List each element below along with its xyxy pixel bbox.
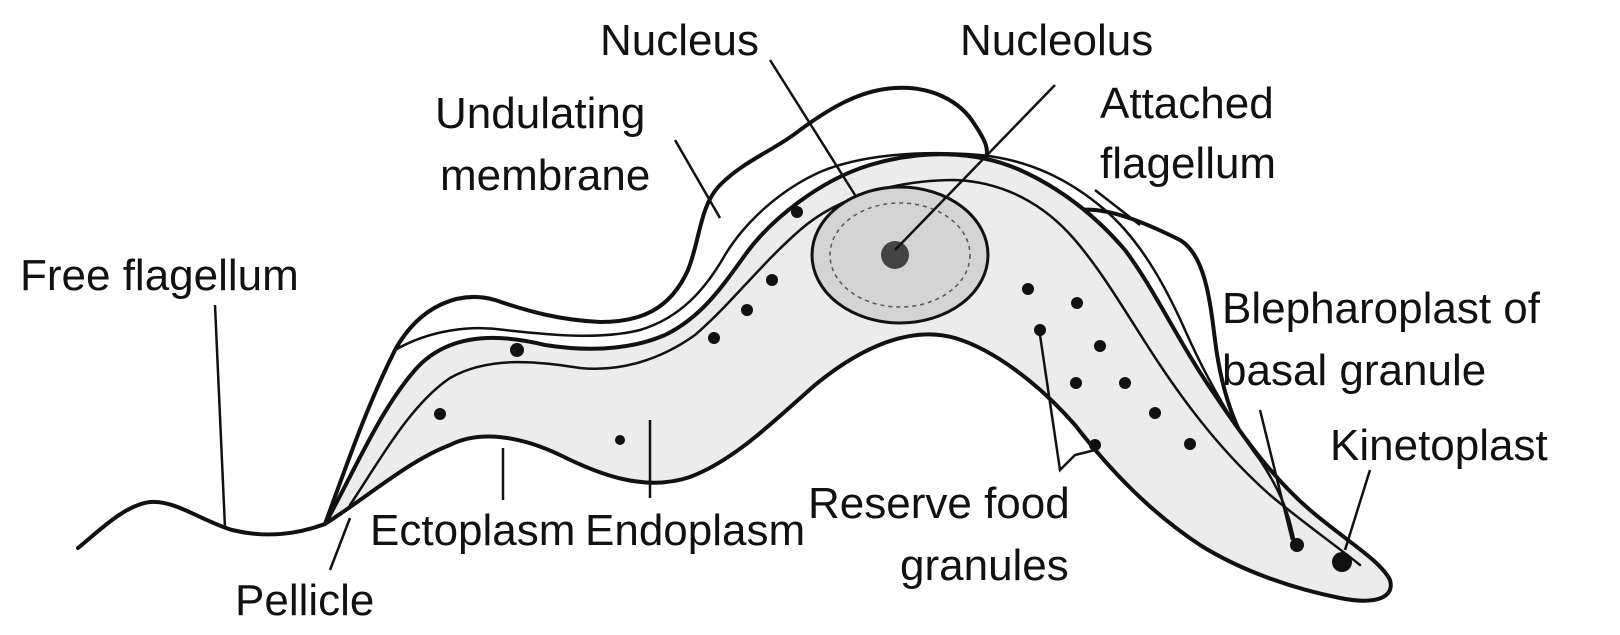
granule	[1022, 283, 1034, 295]
granule	[1149, 407, 1161, 419]
label-pellicle: Pellicle	[235, 576, 374, 625]
label-nucleolus: Nucleolus	[960, 16, 1153, 65]
granule	[1089, 439, 1101, 451]
label-kinetoplast: Kinetoplast	[1330, 421, 1548, 470]
granule	[1070, 377, 1082, 389]
label-reserve-food-line1: Reserve food	[808, 479, 1070, 528]
granule	[741, 304, 753, 316]
granule	[1094, 340, 1106, 352]
granule	[1119, 377, 1131, 389]
granule	[766, 274, 778, 286]
granule	[1034, 324, 1046, 336]
granule	[791, 206, 803, 218]
kinetoplast-leader	[1345, 470, 1370, 550]
label-ectoplasm: Ectoplasm	[370, 506, 575, 555]
label-undulating-membrane-line2: membrane	[440, 151, 650, 200]
nucleolus	[881, 241, 909, 269]
granule	[1184, 438, 1196, 450]
label-blepharoplast-line1: Blepharoplast of	[1222, 284, 1541, 333]
label-reserve-food-line2: granules	[900, 541, 1069, 590]
label-nucleus: Nucleus	[600, 16, 759, 65]
label-attached-flagellum-line1: Attached	[1100, 79, 1274, 128]
blepharoplast	[1290, 538, 1304, 552]
undulating-membrane-leader	[675, 140, 720, 218]
label-endoplasm: Endoplasm	[585, 506, 805, 555]
label-blepharoplast-line2: basal granule	[1222, 346, 1486, 395]
free-flagellum-leader	[215, 305, 225, 528]
granule	[615, 435, 625, 445]
label-free-flagellum: Free flagellum	[20, 251, 299, 300]
granule	[434, 408, 446, 420]
granule	[1071, 297, 1083, 309]
pellicle-leader	[330, 518, 350, 570]
granule	[708, 332, 720, 344]
granule	[510, 343, 524, 357]
label-undulating-membrane-line1: Undulating	[435, 89, 645, 138]
kinetoplast	[1332, 552, 1352, 572]
label-attached-flagellum-line2: flagellum	[1100, 139, 1276, 188]
free-flagellum-line	[78, 502, 325, 548]
